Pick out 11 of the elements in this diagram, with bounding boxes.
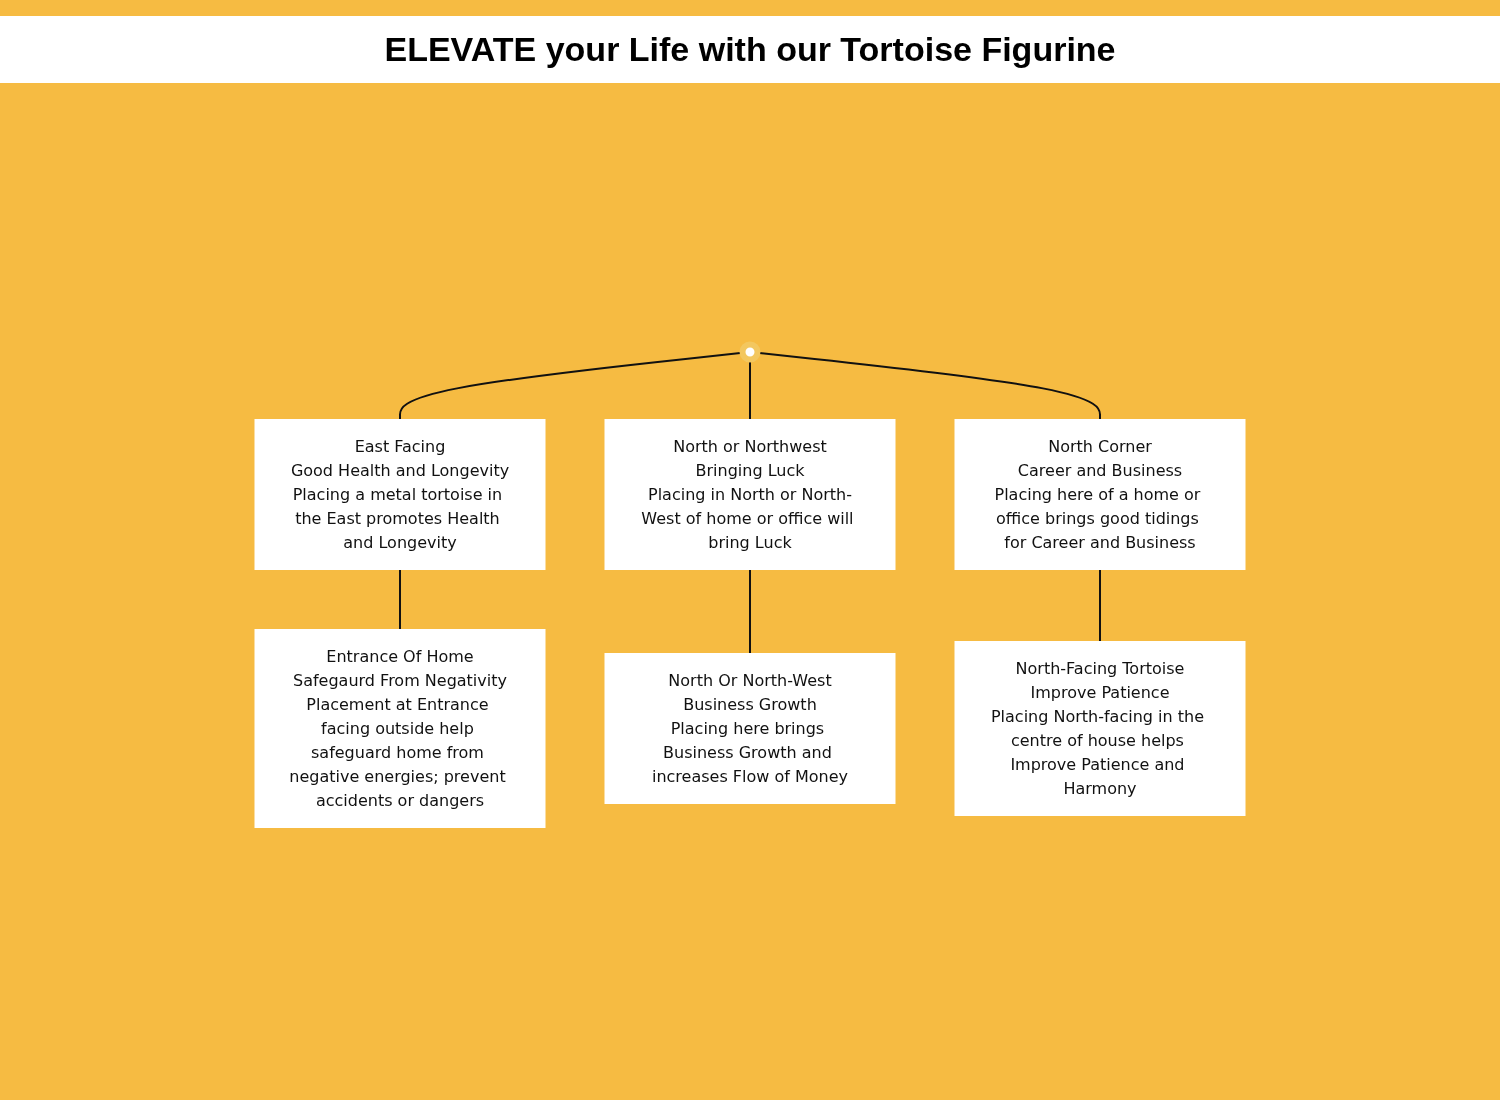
title: ELEVATE your Life with our Tortoise Figurine bbox=[0, 16, 1500, 83]
connector bbox=[399, 568, 401, 631]
connector bbox=[749, 568, 751, 655]
node-box: North-Facing Tortoise Improve Patience Placing North-facing in the centre of house helps Improve Patience and Harmony bbox=[954, 641, 1246, 816]
node-picture bbox=[739, 341, 761, 363]
node-box: North or Northwest Bringing Luck Placing in North or North-West of home or office will bring Luck bbox=[604, 419, 896, 570]
connector bbox=[1099, 568, 1101, 643]
node-box: East Facing Good Health and Longevity Placing a metal tortoise in the East promotes Health and Longevity bbox=[254, 419, 546, 570]
node-box: North Corner Career and Business Placing here of a home or office brings good tidings for Career and Business bbox=[954, 419, 1246, 570]
node-box: North Or North-West Business Growth Placing here brings Business Growth and increases Flow of Money bbox=[604, 653, 896, 804]
node-box: Entrance Of Home Safegaurd From Negativity Placement at Entrance facing outside help safeguard home from negative energies; prevent accidents or dangers bbox=[254, 629, 546, 828]
